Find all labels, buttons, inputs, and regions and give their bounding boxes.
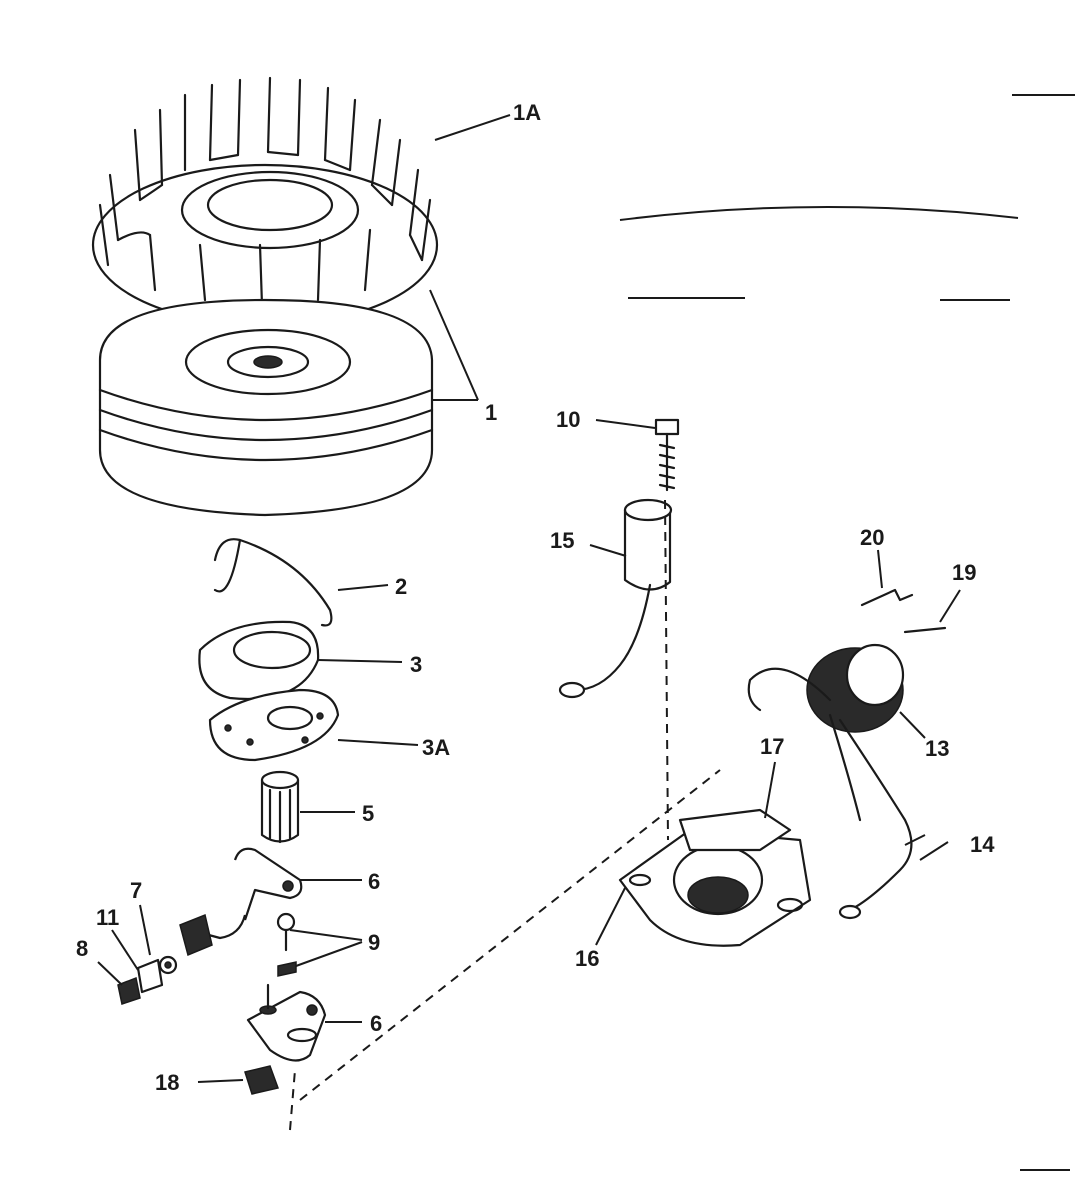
rule-line [619, 206, 1019, 221]
callout-10: 10 [556, 407, 580, 432]
callout-15: 15 [550, 528, 574, 553]
point-bracket [246, 983, 327, 1062]
callout-13: 13 [925, 736, 949, 761]
dust-cover [198, 620, 320, 700]
callout-9: 9 [368, 930, 380, 955]
callout-6-lower: 6 [370, 1011, 382, 1036]
terminal-hardware [117, 955, 178, 1005]
callout-14: 14 [970, 832, 995, 857]
callout-17: 17 [760, 734, 784, 759]
callout-3A: 3A [422, 735, 450, 760]
callout-5: 5 [362, 801, 374, 826]
flywheel-fan [91, 76, 439, 327]
callout-1A-top: 1A [513, 100, 541, 125]
points-plate [208, 688, 340, 762]
callout-7: 7 [130, 878, 142, 903]
assembly-line [289, 769, 721, 1131]
callout-6-upper: 6 [368, 869, 380, 894]
flywheel [98, 298, 434, 517]
wire-19 [903, 626, 947, 634]
callout-2: 2 [395, 574, 407, 599]
ignition-coil [747, 643, 913, 920]
callout-11: 11 [96, 905, 119, 930]
wire-20 [860, 588, 914, 607]
callout-labels: 1A 1 2 3 3A 5 6 7 11 9 8 6 18 10 15 20 1… [76, 100, 995, 1095]
cam-sleeve [260, 770, 300, 844]
breaker-arm [179, 847, 303, 957]
spring-clip [213, 538, 333, 627]
callout-8: 8 [76, 936, 88, 961]
screw-10 [654, 418, 680, 492]
callout-1: 1 [485, 400, 497, 425]
callout-3: 3 [410, 652, 422, 677]
assembly-line [664, 499, 669, 841]
leader-lines [97, 114, 961, 1083]
callout-20: 20 [860, 525, 884, 550]
condenser [558, 498, 673, 699]
callout-18: 18 [155, 1070, 179, 1095]
coil-bracket [618, 808, 812, 947]
mounting-screws [276, 912, 297, 977]
callout-16: 16 [575, 946, 599, 971]
spring-keeper [244, 1065, 279, 1095]
callout-19: 19 [952, 560, 976, 585]
